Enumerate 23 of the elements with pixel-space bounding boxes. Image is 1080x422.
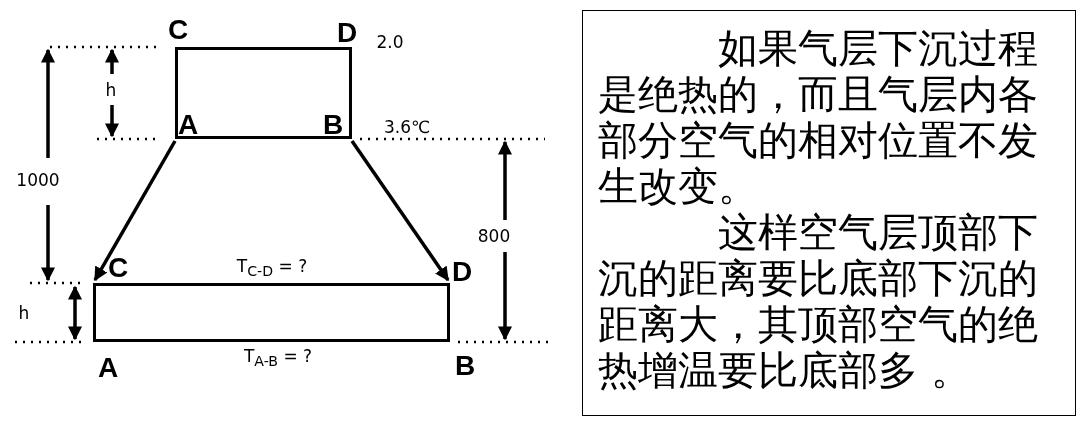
- corner-letter: C: [107, 254, 129, 282]
- dimension-label: h: [18, 304, 30, 322]
- formula-label: T$_{C-D}$ = ?: [236, 257, 308, 279]
- corner-letter: B: [454, 352, 476, 380]
- corner-letter: C: [167, 16, 189, 44]
- layer-box: [93, 283, 450, 342]
- dimension-label: 800: [477, 227, 511, 245]
- text-box: [582, 10, 1076, 416]
- corner-letter: A: [97, 354, 119, 382]
- arrow: [350, 140, 450, 282]
- paragraph: 如果气层下沉过程是绝热的，而且气层内各部分空气的相对位置不发生改变。: [598, 25, 1039, 209]
- corner-letter: A: [177, 111, 199, 139]
- temperature-label: 2.0: [376, 33, 404, 51]
- dimension-label: h: [105, 81, 117, 99]
- arrow: [93, 140, 177, 282]
- corner-letter: D: [451, 258, 473, 286]
- layer-box: [175, 47, 352, 139]
- corner-letter: B: [322, 111, 344, 139]
- paragraph: 这样空气层顶部下沉的距离要比底部下沉的距离大，其顶部空气的绝热增温要比底部多 。: [598, 209, 1039, 393]
- dimension-label: 1000: [16, 171, 60, 189]
- formula-label: T$_{A-B}$ = ?: [243, 347, 313, 369]
- corner-letter: D: [336, 19, 358, 47]
- temperature-label: 3.6℃: [383, 118, 431, 136]
